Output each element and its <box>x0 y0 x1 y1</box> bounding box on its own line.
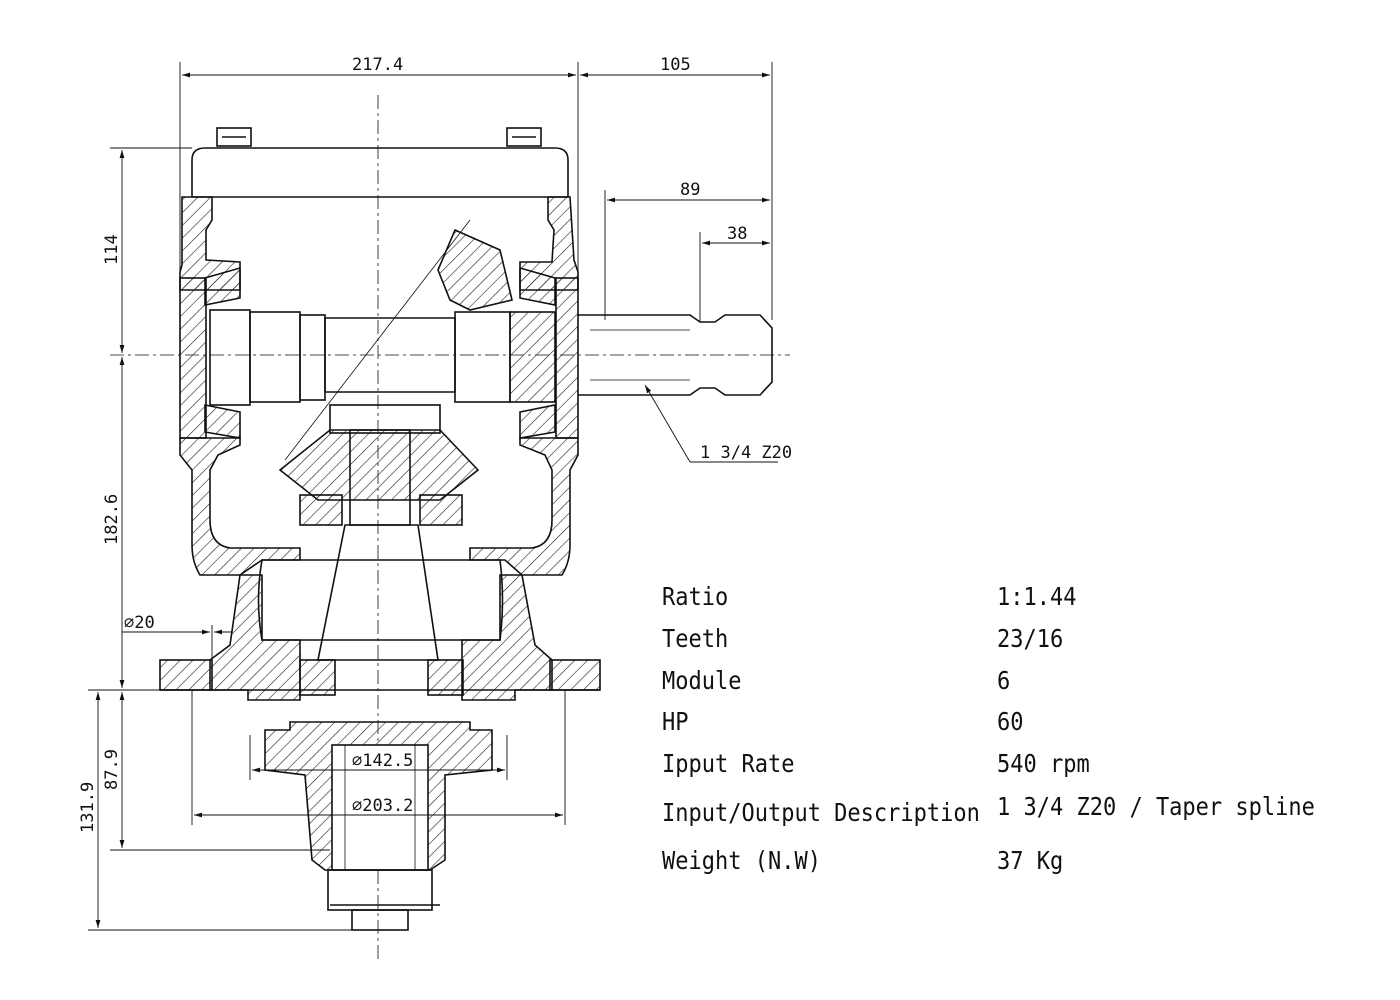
output-shaft-nut <box>327 869 433 911</box>
lower-chamber <box>257 559 504 641</box>
left-lower-bearing <box>204 404 241 439</box>
right-upper-bearing <box>519 266 556 306</box>
spec-label-teeth: Teeth <box>662 624 729 653</box>
spline-note: 1 3/4 Z20 <box>700 443 792 463</box>
right-lower-bearing <box>519 404 556 439</box>
dimension-lines <box>88 62 778 931</box>
spec-value-module: 6 <box>997 666 1011 695</box>
gear-nut <box>329 404 441 434</box>
dim-shaft-length-38: 38 <box>727 224 747 244</box>
shaft-left-journal <box>209 309 251 406</box>
spec-label-ratio: Ratio <box>662 582 729 611</box>
lower-housing-right <box>461 574 553 701</box>
lower-housing-left <box>209 574 301 701</box>
dim-shaft-offset: 105 <box>660 55 691 75</box>
dim-height-114: 114 <box>102 234 122 265</box>
dim-bolt-diameter: ⌀20 <box>124 613 155 633</box>
input-spline-shaft <box>578 314 773 396</box>
spec-label-module: Module <box>662 666 742 695</box>
drawing-geometry <box>88 62 790 960</box>
gear-pitch-line <box>284 219 471 461</box>
right-end-cap <box>555 277 579 439</box>
top-cover <box>191 147 569 197</box>
spec-label-hp: HP <box>662 707 689 736</box>
spec-value-teeth: 23/16 <box>997 624 1064 653</box>
shaft-left-section <box>249 311 301 403</box>
output-bevel-gear <box>278 429 480 501</box>
spec-value-io-description: 1 3/4 Z20 / Taper spline <box>997 792 1315 821</box>
housing-wall-upper-left <box>179 196 241 291</box>
vertical-upper-bearing-left <box>299 494 343 526</box>
dim-flange-diameter-203: ⌀203.2 <box>352 796 413 816</box>
dim-width-top: 217.4 <box>352 55 403 75</box>
left-end-cap <box>179 277 207 439</box>
left-upper-bearing <box>204 266 241 306</box>
dim-height-87: 87.9 <box>102 749 122 790</box>
top-bolt-left <box>216 127 252 147</box>
housing-wall-lower-right <box>469 437 579 576</box>
dim-height-131: 131.9 <box>78 782 98 833</box>
input-bevel-gear <box>437 228 513 311</box>
spec-label-io-description: Input/Output Description <box>662 798 980 827</box>
top-bolt-right <box>506 127 542 147</box>
spec-label-weight: Weight (N.W) <box>662 846 821 875</box>
dim-flange-diameter-142: ⌀142.5 <box>352 751 413 771</box>
dim-height-182: 182.6 <box>102 494 122 545</box>
housing-wall-lower-left <box>179 437 301 576</box>
spec-value-weight: 37 Kg <box>997 846 1064 875</box>
spec-value-hp: 60 <box>997 707 1024 736</box>
dim-shaft-length-89: 89 <box>680 180 700 200</box>
shaft-right-section <box>454 311 511 403</box>
output-shaft <box>331 744 429 871</box>
mounting-flange-left <box>159 659 213 691</box>
vertical-lower-bearing-left <box>299 659 336 696</box>
spec-value-input-rate: 540 rpm <box>997 749 1090 778</box>
vertical-upper-bearing-right <box>419 494 463 526</box>
output-shaft-end <box>351 909 409 931</box>
mounting-flange-right <box>549 659 601 691</box>
spec-value-ratio: 1:1.44 <box>997 582 1077 611</box>
housing-wall-upper-right <box>519 196 579 291</box>
vertical-lower-bearing-right <box>427 659 464 696</box>
spec-label-input-rate: Ipput Rate <box>662 749 795 778</box>
